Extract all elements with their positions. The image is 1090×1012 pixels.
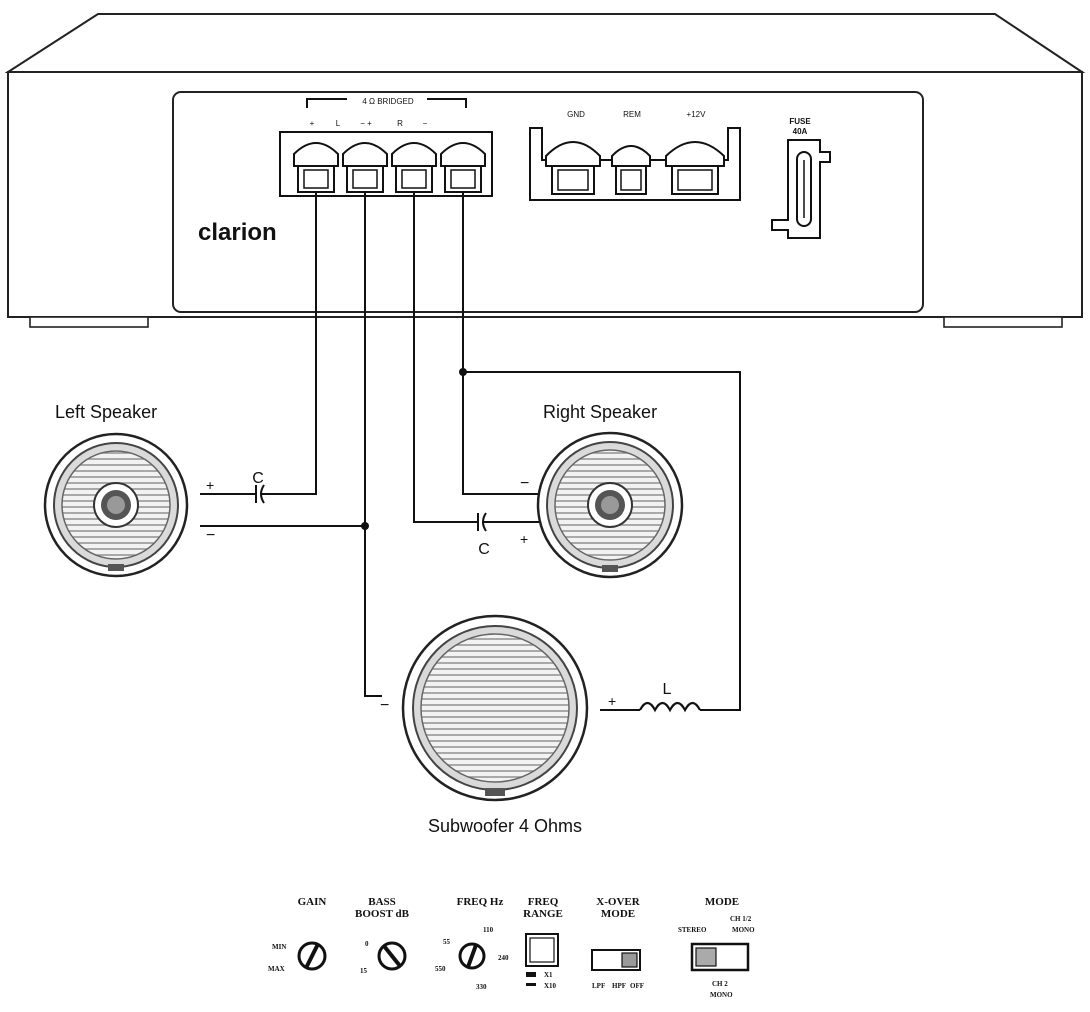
subwoofer-plus: + xyxy=(608,693,616,709)
freq-range-title-1: FREQ xyxy=(528,896,559,908)
mode-title: MODE xyxy=(705,896,739,908)
bass-boost-title-2: BOOST dB xyxy=(355,908,410,920)
terminal-label-r: R xyxy=(397,119,403,128)
right-speaker xyxy=(536,431,684,579)
wire-right-minus xyxy=(462,192,540,495)
left-speaker-badge xyxy=(108,564,124,571)
mode-ch12-2: MONO xyxy=(732,926,755,934)
right-speaker-label: Right Speaker xyxy=(543,402,657,422)
bass-boost-0: 0 xyxy=(365,940,369,948)
gain-min: MIN xyxy=(272,943,286,951)
gain-title: GAIN xyxy=(298,896,327,908)
xover-lpf: LPF xyxy=(592,982,605,990)
terminal-label-r-minus: − xyxy=(423,119,428,128)
wires xyxy=(200,192,741,711)
freq-range-button[interactable] xyxy=(525,933,559,967)
freq-title: FREQ Hz xyxy=(457,896,504,908)
speaker-terminal-block xyxy=(279,131,493,197)
inductor xyxy=(639,701,701,713)
rem-terminal[interactable] xyxy=(611,145,651,195)
gain-max: MAX xyxy=(268,965,285,973)
wire-left-plus xyxy=(262,192,317,495)
xover-hpf: HPF xyxy=(612,982,626,990)
junction-sub xyxy=(459,368,467,376)
fuse-rating: 40A xyxy=(793,127,808,136)
bass-boost-15: 15 xyxy=(360,967,368,975)
amp-foot-left xyxy=(29,316,149,328)
xover-title-2: MODE xyxy=(601,908,635,920)
12v-terminal[interactable] xyxy=(665,141,725,195)
freq-550: 550 xyxy=(435,965,446,973)
brand-logo: clarion xyxy=(198,219,277,246)
right-speaker-badge xyxy=(602,565,618,572)
bass-boost-title-1: BASS xyxy=(368,896,396,908)
xover-switch[interactable] xyxy=(591,949,641,971)
inductor-label: L xyxy=(663,681,672,698)
capacitor-right xyxy=(477,512,487,532)
left-speaker-plus: + xyxy=(206,477,214,493)
gnd-terminal[interactable] xyxy=(545,141,601,195)
control-panel: GAIN MIN MAX BASS BOOST dB 0 15 FREQ Hz … xyxy=(268,896,755,999)
mode-switch[interactable] xyxy=(690,942,750,972)
freq-knob[interactable] xyxy=(458,942,486,970)
capacitor-left xyxy=(255,484,265,504)
terminal-label-rem: REM xyxy=(623,110,641,119)
freq-range-title-2: RANGE xyxy=(523,908,563,920)
mode-ch2-2: MONO xyxy=(710,991,733,999)
freq-240: 240 xyxy=(498,954,509,962)
terminal-label-12v: +12V xyxy=(687,110,707,119)
fuse-label: FUSE xyxy=(789,117,811,126)
junction-negative xyxy=(361,522,369,530)
left-speaker xyxy=(43,432,189,578)
terminal-label-l: L xyxy=(336,119,341,128)
left-speaker-minus: − xyxy=(206,527,215,544)
freq-range-x1: X1 xyxy=(544,971,553,979)
amp-foot-right xyxy=(943,316,1063,328)
mode-ch2-1: CH 2 xyxy=(712,980,728,988)
freq-330: 330 xyxy=(476,983,487,991)
fuse-holder[interactable] xyxy=(771,139,831,239)
amplifier: clarion 4 Ω BRIDGED + L − + R − xyxy=(4,13,1086,328)
subwoofer xyxy=(401,614,589,802)
left-speaker-label: Left Speaker xyxy=(55,402,157,422)
x10-indicator xyxy=(526,983,536,986)
freq-110: 110 xyxy=(483,926,494,934)
wire-right-plus xyxy=(413,192,478,523)
subwoofer-label: Subwoofer 4 Ohms xyxy=(428,816,582,836)
terminal-label-bridge: − + xyxy=(360,119,372,128)
capacitor-right-label: C xyxy=(478,541,490,558)
terminal-label-l-plus: + xyxy=(310,119,315,128)
capacitor-left-label: C xyxy=(252,470,264,487)
right-speaker-plus: + xyxy=(520,531,528,547)
xover-title-1: X-OVER xyxy=(596,896,640,908)
speaker-terminal-1[interactable] xyxy=(293,142,339,193)
speaker-terminal-2[interactable] xyxy=(342,142,388,193)
mode-ch12-1: CH 1/2 xyxy=(730,915,752,923)
power-terminal-block xyxy=(529,127,741,201)
freq-range-x10: X10 xyxy=(544,982,557,990)
mode-stereo: STEREO xyxy=(678,926,707,934)
wire-sub-plus xyxy=(463,371,741,711)
wire-common-negative xyxy=(364,192,382,697)
x1-indicator xyxy=(526,972,536,977)
speaker-terminal-3[interactable] xyxy=(391,142,437,193)
terminal-label-gnd: GND xyxy=(567,110,585,119)
right-speaker-minus: − xyxy=(520,475,529,492)
xover-off: OFF xyxy=(630,982,644,990)
freq-55: 55 xyxy=(443,938,451,946)
subwoofer-minus: − xyxy=(380,697,389,714)
gain-knob[interactable] xyxy=(297,941,327,971)
subwoofer-badge xyxy=(485,788,505,796)
bass-boost-knob[interactable] xyxy=(377,941,407,971)
speaker-terminal-4[interactable] xyxy=(440,142,486,193)
bridged-label: 4 Ω BRIDGED xyxy=(362,97,414,106)
